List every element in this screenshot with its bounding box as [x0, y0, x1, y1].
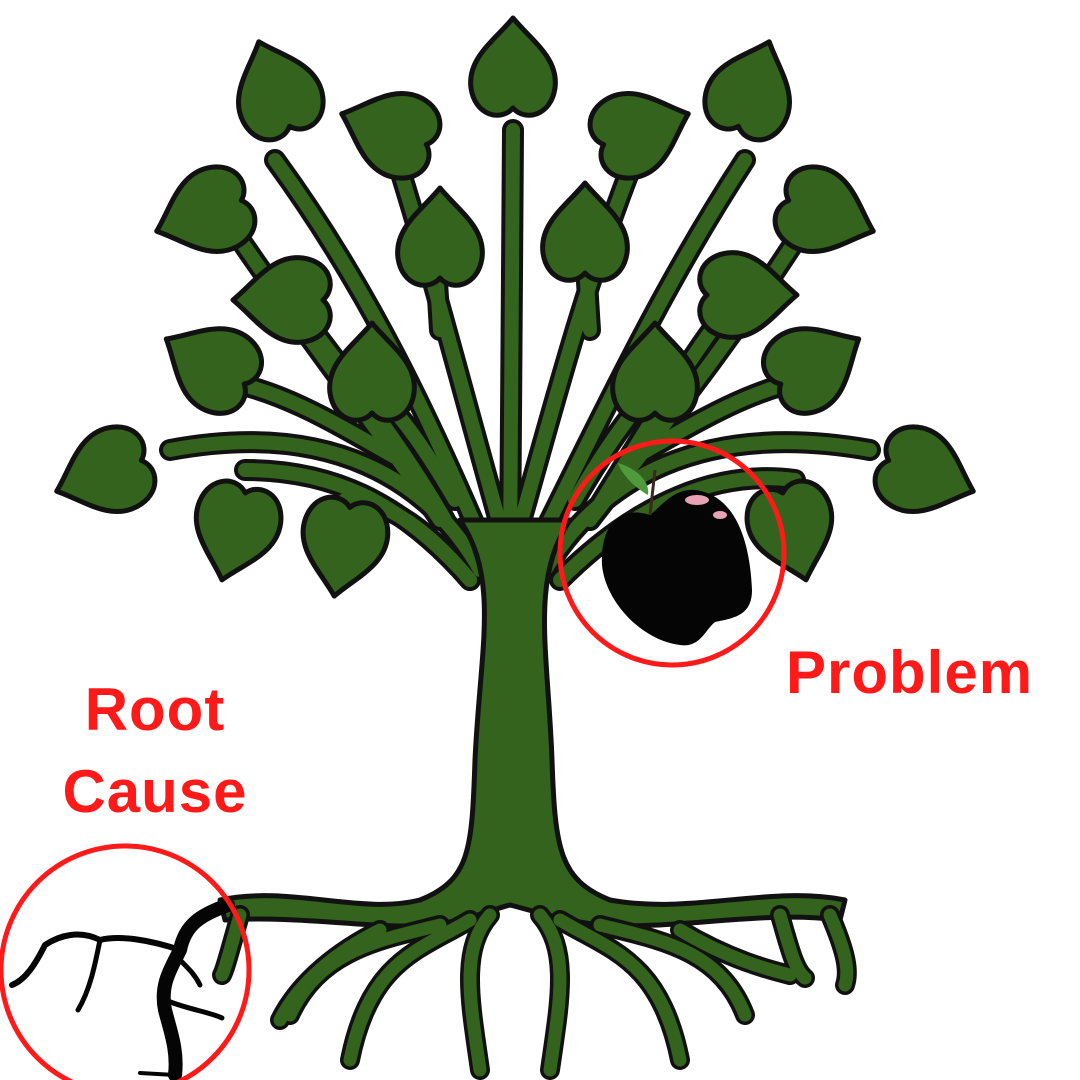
leaf	[867, 418, 987, 531]
leaf	[181, 475, 288, 591]
leaf	[327, 74, 447, 187]
problem-label: Problem	[786, 639, 1034, 706]
leaf	[582, 74, 702, 187]
black-apple	[601, 463, 752, 646]
leaf	[292, 493, 392, 604]
leaf	[740, 475, 847, 591]
roots	[212, 905, 857, 1080]
root-cause-highlight-circle	[0, 843, 252, 1080]
leaf	[233, 258, 330, 343]
trunk	[217, 517, 848, 929]
leaf	[42, 418, 162, 531]
leaf	[471, 18, 556, 115]
leaf	[696, 27, 809, 147]
leaf	[613, 323, 698, 420]
root-cause-label-line1: Root	[84, 676, 226, 743]
root-cause-label-line2: Cause	[62, 758, 248, 825]
leaf	[219, 27, 332, 147]
leaf	[330, 323, 415, 420]
root-cause-label: Root Cause	[40, 680, 270, 844]
problem-highlight-circle	[557, 438, 787, 668]
black-root	[9, 898, 235, 1080]
